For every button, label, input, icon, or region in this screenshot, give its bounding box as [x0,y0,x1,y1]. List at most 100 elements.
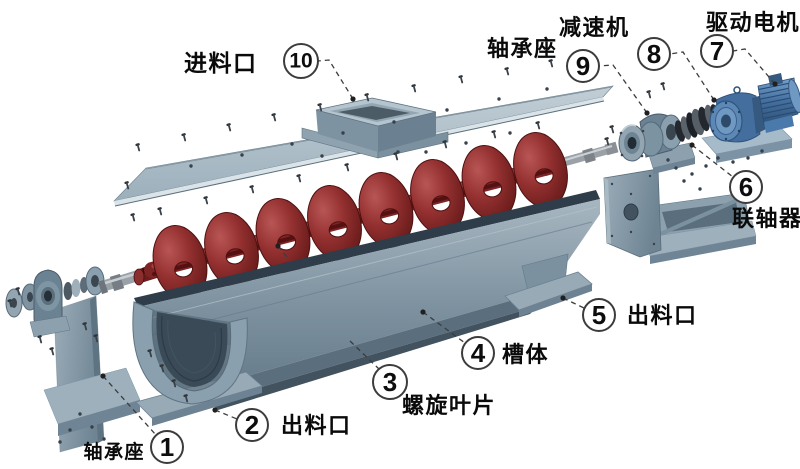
bolt-head-icon [189,164,193,168]
leader-line [669,51,715,101]
callout-number: 4 [471,338,486,368]
callout-number: 5 [592,300,606,330]
part-label: 轴承座 [83,440,145,463]
bolt-icon [296,173,303,183]
callout-number: 1 [160,432,174,462]
bolt-head-icon [716,156,720,160]
part-label: 槽体 [502,342,549,367]
bolt-head-icon [102,437,106,441]
bolt-icon [135,142,142,152]
bolt-icon [660,81,667,91]
leader-dot-icon [100,373,106,379]
bolt-head-icon [58,440,62,444]
part-label: 轴承座 [487,36,558,61]
bolt-icon [344,162,351,172]
callout-circle [637,37,671,71]
leader-dot-icon [275,243,281,249]
bolt-head-icon [341,131,345,135]
leader-dot-icon [644,110,650,116]
bolt-head-icon [464,141,468,145]
discharge-spout-right [504,253,593,317]
leader-line [102,375,157,436]
leader-dot-icon [560,295,566,301]
bolt-icon [226,122,233,132]
scattered-bolts [7,58,764,452]
callout-circle [235,408,269,442]
bolt-head-icon [68,428,72,432]
drive-motor [757,73,800,133]
bolt-icon [49,346,56,356]
right-bearing-assembly [618,113,696,174]
trough-end-cap [132,301,248,405]
bolt-head-icon [424,150,428,154]
part-label: 进料口 [184,50,258,76]
callout-number: 9 [576,51,590,81]
bolt-icon [249,184,256,194]
leader-dot-icon [350,96,356,102]
callout-circle [700,34,734,68]
bolt-icon [271,112,278,122]
leader-line [732,48,776,85]
bolt-head-icon [690,172,694,176]
callout-circle [566,49,600,83]
part-label: 出料口 [281,413,352,438]
callout-number: 6 [739,172,753,202]
bolt-icon [130,212,137,222]
bolt-head-icon [674,166,678,170]
callout-9: 9 轴承座 [487,36,650,116]
bolt-icon [37,334,44,344]
bolt-head-icon [396,150,400,154]
leader-line [214,409,238,420]
part-label: 联轴器 [732,206,800,231]
callout-circle [582,298,616,332]
bolt-icon [504,66,511,76]
callout-4: 4 槽体 [420,309,549,370]
leader-dot-icon [689,142,695,148]
leader-line [598,64,648,114]
bolt-icon [458,74,465,84]
bolt-head-icon [497,97,501,101]
bolt-head-icon [682,179,686,183]
callout-circle [461,336,495,370]
bolt-head-icon [698,187,702,191]
callout-circle [150,430,184,464]
callout-number: 3 [383,367,397,397]
leader-dot-icon [772,81,778,87]
bolt-icon [203,195,210,205]
callout-number: 10 [289,50,312,73]
leader-dot-icon [711,97,717,103]
callout-number: 8 [647,39,661,69]
callout-1: 1 轴承座 [83,373,184,464]
bolt-head-icon [731,160,735,164]
callout-circle [729,170,763,204]
leader-line [349,340,380,370]
feed-inlet-port [301,97,449,159]
bolt-head-icon [290,142,294,146]
bolt-head-icon [240,153,244,157]
bolt-icon [609,124,616,134]
coupling [674,104,720,142]
leader-dot-icon [212,407,218,413]
end-plate-section [603,168,757,264]
trough-body [134,190,600,410]
screw-auger [133,126,619,307]
bolt-head-icon [545,87,549,91]
bolt-icon [411,83,418,93]
bolt-head-icon [90,425,94,429]
left-bearing-assembly [5,266,152,338]
callout-6: 6 联轴器 [689,142,800,231]
callout-number: 7 [710,36,724,66]
bolt-head-icon [320,154,324,158]
leader-dot-icon [420,309,426,315]
leader-line [562,297,585,309]
bolt-icon [646,89,653,99]
callout-number: 2 [245,410,259,440]
bolt-head-icon [114,448,118,452]
bolt-head-icon [760,149,764,153]
